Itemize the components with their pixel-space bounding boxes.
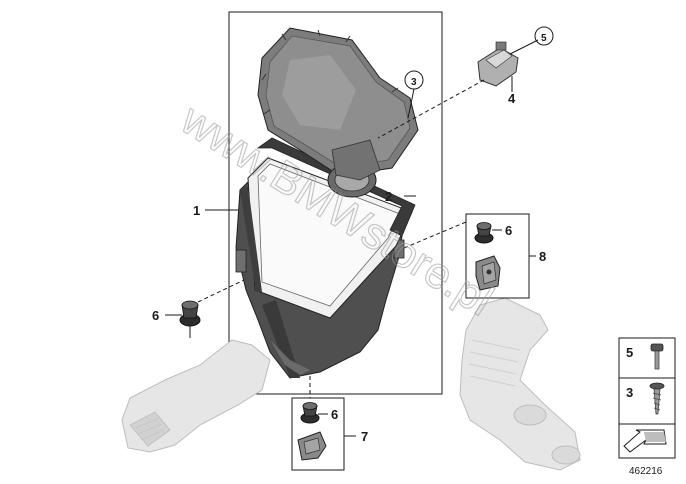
- leader-8-dashed: [403, 221, 467, 249]
- leader-4-dashed: [377, 79, 485, 139]
- callout-6-group8: 6: [505, 223, 512, 238]
- callout-6-left: 6: [152, 308, 159, 323]
- callout-1: 1: [193, 203, 200, 218]
- leader-5: [509, 39, 539, 55]
- filter-frame: [256, 137, 416, 237]
- legend-frame: [618, 337, 676, 459]
- callout-7: 7: [361, 429, 368, 444]
- intake-duct-ghost: [121, 339, 271, 453]
- callout-3: 3: [411, 77, 417, 88]
- bracket-group-8: [475, 255, 501, 291]
- leader-6-dashed: [197, 279, 245, 303]
- callout-4: 4: [508, 91, 516, 106]
- document-number: 462216: [629, 466, 663, 477]
- screw-icon: [650, 343, 664, 370]
- filter-element: [240, 157, 413, 319]
- callout-5: 5: [541, 33, 547, 44]
- grommet-group-7: [300, 402, 320, 424]
- leader-3: [407, 88, 415, 119]
- callout-5-circle: [534, 26, 554, 46]
- callout-2: 2: [385, 189, 392, 204]
- grommet-left: [179, 300, 201, 327]
- group-7-frame: [291, 397, 345, 471]
- grommet-group-8: [474, 222, 494, 244]
- callout-8: 8: [539, 249, 546, 264]
- direction-arrow-icon: [623, 429, 667, 453]
- intake-hose-ghost: [459, 297, 581, 471]
- mass-air-flow-sensor: [477, 41, 519, 87]
- bracket-group-7: [297, 431, 327, 461]
- callout-6-group7: 6: [331, 407, 338, 422]
- housing-cover: [257, 27, 419, 198]
- self-tapping-screw-icon: [649, 382, 665, 415]
- legend-self-tapping-label: 3: [626, 385, 633, 400]
- assembly-frame: [228, 11, 443, 395]
- legend-screw-label: 5: [626, 345, 633, 360]
